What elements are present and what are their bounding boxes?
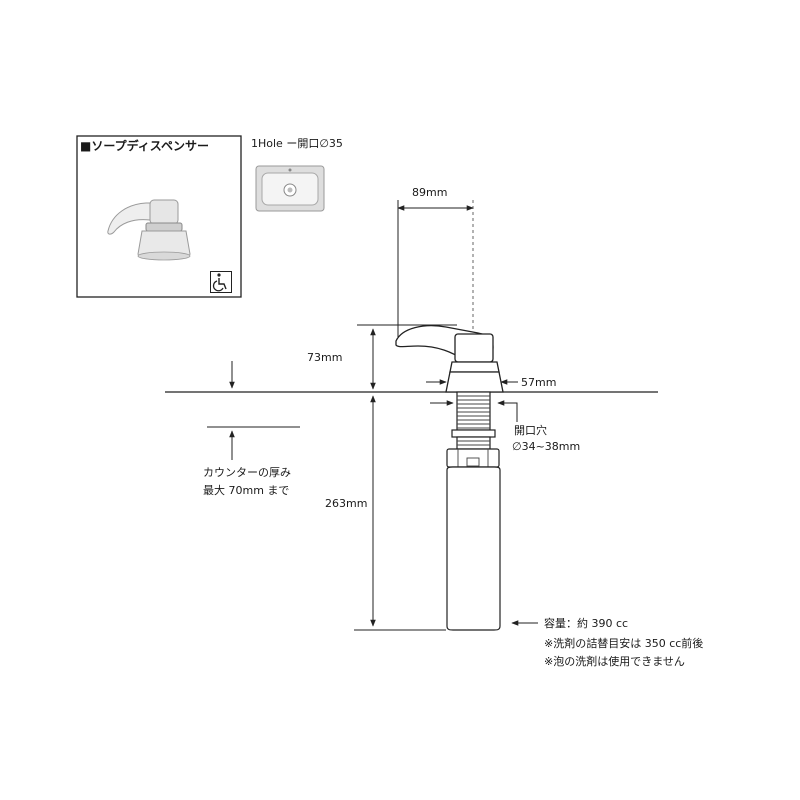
- wheelchair-icon: [212, 273, 227, 292]
- sink-hole-illustration: [255, 165, 325, 212]
- product-photo: [107, 199, 191, 261]
- lower-shank: [456, 436, 491, 450]
- soap-bottle: [446, 466, 501, 631]
- capacity-line1: 容量：約 390 cc: [544, 617, 629, 630]
- accessibility-symbol-box: [210, 271, 232, 293]
- bottle-cap: [446, 448, 500, 468]
- opening-title-label: 開口穴: [514, 424, 547, 437]
- depth-dimension-label: 263mm: [325, 497, 368, 510]
- hole-spec-label: 1Hole ー開口∅35: [251, 137, 343, 150]
- collar-dimension-label: 57mm: [521, 376, 557, 389]
- capacity-line3: ※泡の洗剤は使用できません: [544, 655, 685, 668]
- counter-thickness-line2: 最大 70mm まで: [203, 484, 290, 497]
- opening-range-label: ∅34~38mm: [512, 440, 581, 453]
- counter-thickness-line1: カウンターの厚み: [203, 466, 291, 479]
- lock-washer: [451, 429, 496, 438]
- product-title: ■ソープディスペンサー: [80, 139, 209, 153]
- opening-arrow-right: [497, 400, 518, 422]
- capacity-line2: ※洗剤の詰替目安は 350 cc前後: [544, 637, 704, 650]
- reach-dimension-label: 89mm: [412, 186, 448, 199]
- threaded-shank: [456, 391, 491, 431]
- dispenser-collar: [445, 371, 504, 393]
- product-panel-frame: [76, 135, 242, 298]
- dispenser-head: [395, 325, 500, 373]
- height-dimension-label: 73mm: [307, 351, 343, 364]
